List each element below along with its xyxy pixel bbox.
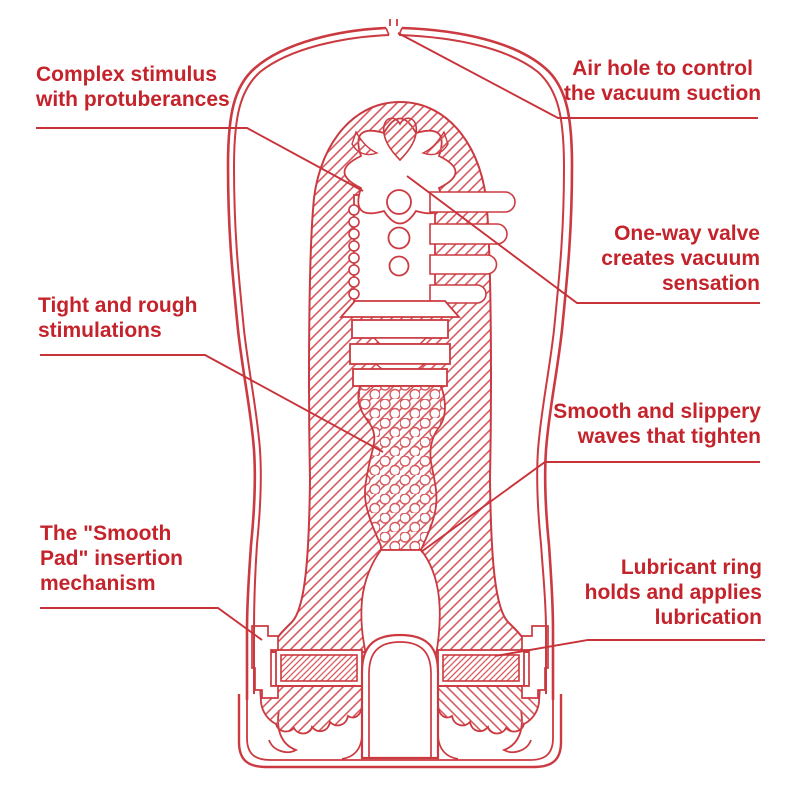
scallop-bumps bbox=[348, 204, 360, 300]
valve-hole-2 bbox=[387, 226, 411, 250]
smooth-pad-clamp-right bbox=[521, 625, 549, 699]
gear-tooth-right bbox=[421, 130, 449, 156]
leader-complex-stimulus bbox=[36, 127, 364, 192]
valve-hole-3 bbox=[388, 255, 410, 277]
leader-smooth-waves bbox=[420, 461, 760, 553]
leader-air-hole bbox=[397, 32, 758, 119]
soft-pad-left bbox=[259, 685, 363, 735]
comb-fingers bbox=[429, 191, 516, 304]
insertion-dome bbox=[341, 633, 459, 760]
label-smooth-waves: Smooth and slippery waves that tighten bbox=[553, 400, 761, 448]
gear-tooth-left bbox=[351, 130, 379, 156]
label-complex-stimulus: Complex stimulus with protuberances bbox=[36, 63, 230, 111]
gear-tooth-top bbox=[382, 117, 418, 162]
lubricant-ring-left bbox=[275, 649, 363, 687]
label-smooth-pad: The "Smooth Pad" insertion mechanism bbox=[40, 522, 183, 595]
leader-one-way-valve bbox=[406, 175, 760, 304]
lubricant-ring-right bbox=[437, 649, 525, 687]
air-hole bbox=[385, 19, 403, 36]
outer-case bbox=[226, 19, 574, 700]
label-lubricant-ring: Lubricant ring holds and applies lubrica… bbox=[584, 556, 762, 629]
leader-lines bbox=[36, 32, 765, 657]
smooth-pad-clamp-left bbox=[251, 625, 279, 699]
valve-hole-1 bbox=[386, 189, 412, 215]
leader-tight-rough bbox=[40, 354, 384, 453]
label-air-hole: Air hole to control the vacuum suction bbox=[563, 57, 762, 105]
leader-smooth-pad bbox=[40, 607, 263, 641]
leader-lubricant-ring bbox=[494, 639, 765, 657]
label-tight-rough: Tight and rough stimulations bbox=[38, 294, 198, 342]
label-one-way-valve: One-way valve creates vacuum sensation bbox=[601, 222, 760, 295]
one-way-valve bbox=[339, 300, 461, 387]
